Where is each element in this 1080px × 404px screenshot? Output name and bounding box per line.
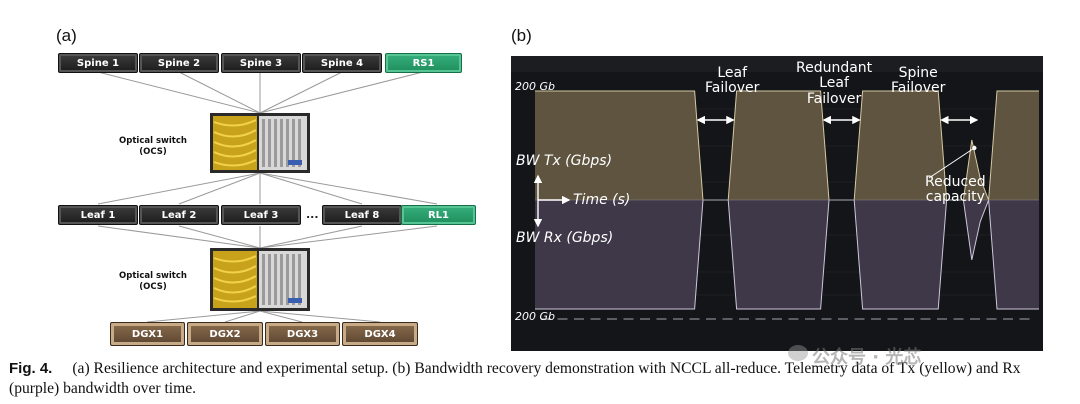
spine-3-node: Spine 3 — [221, 53, 301, 73]
x-tick-mark-5 — [623, 318, 634, 320]
leaf-2-node: Leaf 2 — [139, 205, 219, 225]
x-tick-mark-26 — [970, 318, 980, 320]
figure-number: Fig. 4. — [9, 360, 53, 377]
x-tick-mark-6 — [640, 318, 650, 320]
leaf-1-node: Leaf 1 — [58, 205, 138, 225]
spine-1-node: Spine 1 — [58, 53, 138, 73]
x-tick-mark-29 — [1019, 318, 1030, 320]
watermark-text: 公众号 · 光芯 — [812, 347, 922, 368]
caption-text: (a) Resilience architecture and experime… — [9, 360, 1021, 397]
dgx-2-node: DGX2 — [187, 322, 263, 346]
ocs-top-label: Optical switch (OCS) — [119, 136, 187, 157]
x-tick-mark-12 — [739, 318, 749, 320]
network-topology-diagram — [97, 71, 438, 323]
x-tick-mark-20 — [871, 318, 881, 320]
x-tick-mark-4 — [607, 318, 617, 320]
x-tick-mark-22 — [904, 318, 914, 320]
top-scale-label: 200 Gb — [515, 80, 555, 93]
x-tick-mark-19 — [854, 318, 865, 320]
x-tick-mark-7 — [656, 318, 667, 320]
x-tick-mark-24 — [937, 318, 947, 320]
leaf-8-node: Leaf 8 — [322, 205, 402, 225]
x-tick-mark-17 — [821, 318, 832, 320]
x-tick-mark-13 — [755, 318, 766, 320]
figure-caption: Fig. 4.(a) Resilience architecture and e… — [9, 359, 1074, 399]
redundant-spine-node: RS1 — [385, 53, 462, 73]
x-tick-mark-23 — [920, 318, 931, 320]
bottom-scale-label: 200 Gb — [515, 310, 555, 323]
redundant-leaf-node: RL1 — [401, 205, 476, 225]
x-tick-mark-10 — [706, 318, 716, 320]
dgx-3-node: DGX3 — [265, 322, 340, 346]
x-tick-mark-28 — [1003, 318, 1013, 320]
ocs-bottom-label: Optical switch (OCS) — [119, 271, 187, 292]
x-tick-mark-16 — [805, 318, 815, 320]
panel-b-label: (b) — [511, 26, 532, 45]
leaf-3-node: Leaf 3 — [221, 205, 301, 225]
x-tick-mark-18 — [838, 318, 848, 320]
x-tick-mark-27 — [986, 318, 997, 320]
reduced-capacity-annotation: Reduced capacity — [925, 174, 986, 206]
rx-axis-label: BW Rx (Gbps) — [516, 230, 614, 246]
reduced-capacity-marker — [972, 145, 977, 151]
rx-series-area — [535, 200, 1039, 309]
x-tick-mark-1 — [557, 318, 568, 320]
x-tick-mark-2 — [574, 318, 584, 320]
optical-switch-top-image — [210, 113, 310, 173]
spine-4-node: Spine 4 — [302, 53, 382, 73]
x-tick-mark-9 — [689, 318, 700, 320]
optical-switch-bottom-image — [210, 248, 310, 311]
x-tick-mark-8 — [673, 318, 683, 320]
bandwidth-chart: 200 Gb 200 Gb BW Tx (Gbps) Time (s) BW R… — [511, 56, 1043, 351]
chart-header-strip — [511, 56, 1043, 72]
bandwidth-chart-svg — [511, 56, 1043, 320]
dgx-4-node: DGX4 — [342, 322, 418, 346]
dgx-1-node: DGX1 — [110, 322, 185, 346]
x-tick-mark-15 — [788, 318, 799, 320]
x-tick-mark-3 — [590, 318, 601, 320]
leaf-failover-annotation: Leaf Failover — [705, 65, 760, 97]
connection-lines — [97, 71, 438, 323]
tx-series-area — [535, 91, 1039, 200]
x-tick-mark-14 — [772, 318, 782, 320]
x-tick-mark-25 — [953, 318, 964, 320]
leaf-ellipsis: ... — [306, 208, 319, 221]
spine-failover-annotation: Spine Failover — [891, 65, 946, 97]
reduced-capacity-pointer — [928, 147, 975, 179]
spine-2-node: Spine 2 — [139, 53, 219, 73]
panel-a-label: (a) — [56, 26, 77, 45]
tx-axis-label: BW Tx (Gbps) — [516, 153, 613, 169]
time-axis-label: Time (s) — [573, 192, 631, 208]
wechat-logo-icon — [788, 345, 808, 361]
x-tick-mark-0 — [541, 318, 551, 320]
x-tick-mark-11 — [722, 318, 733, 320]
x-tick-mark-21 — [887, 318, 898, 320]
redundant-leaf-failover-annotation: Redundant Leaf Failover — [796, 60, 873, 107]
